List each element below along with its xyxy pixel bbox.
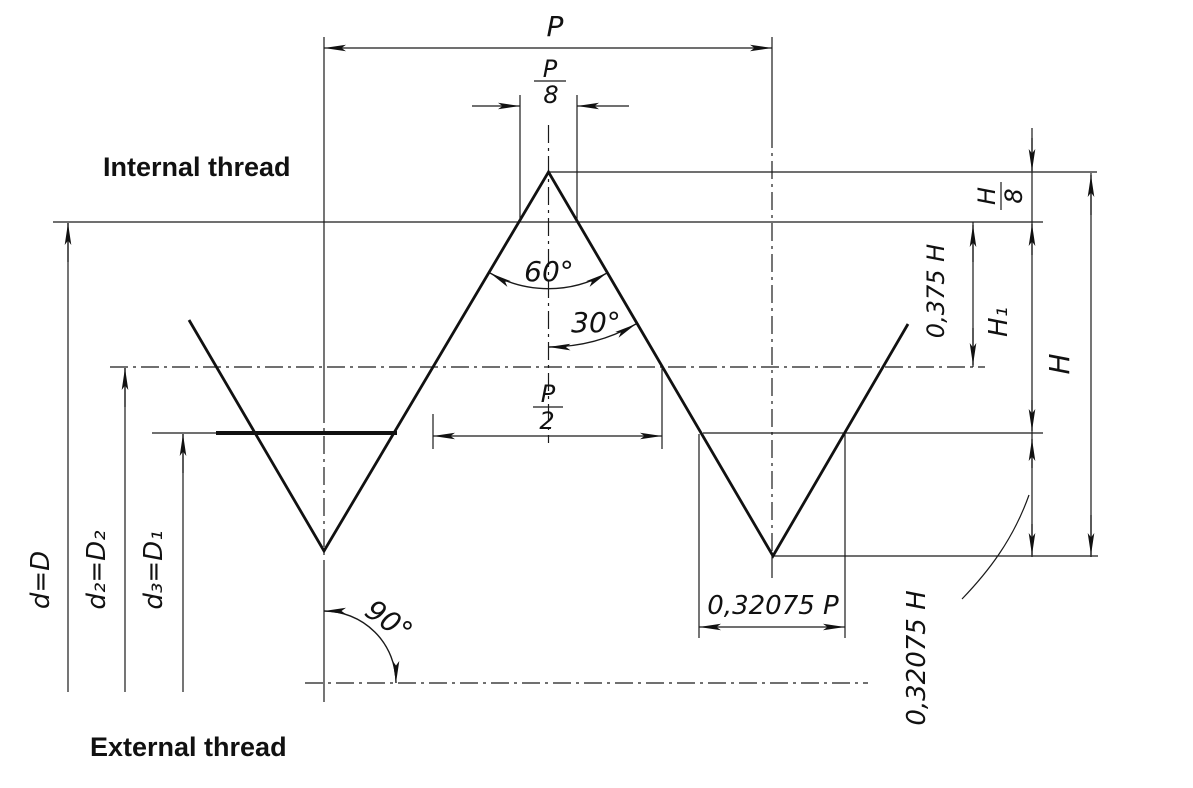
- angle-30-arc: [548, 323, 637, 351]
- angle-30: 30°: [548, 306, 637, 351]
- thread-profile-outline: [187, 169, 910, 559]
- angle-60-arc: [489, 272, 608, 290]
- angle-90: 90°: [323, 593, 419, 684]
- p2-numerator: P: [541, 380, 556, 408]
- h0375-label: 0,375 H: [922, 244, 950, 338]
- dimension-major-diameter: d=D: [26, 223, 72, 692]
- dimension-p2: P 2: [432, 368, 663, 449]
- angle-90-label: 90°: [359, 593, 419, 649]
- d-pitch-label: d₂=D₂: [82, 530, 112, 609]
- dimension-minor-diameter: d₃=D₁: [139, 434, 187, 692]
- dimension-h8: H 8: [973, 182, 1028, 210]
- p2-denominator: 2: [539, 407, 554, 435]
- h1-label: H₁: [984, 307, 1014, 337]
- dimension-p8: P 8: [472, 55, 629, 221]
- angle-30-label: 30°: [571, 306, 621, 339]
- h032075-leader-line: [961, 494, 1030, 600]
- p032075-label: 0,32075 P: [707, 591, 839, 621]
- thread-flanks: [187, 169, 910, 559]
- external-thread-heading: External thread: [90, 732, 287, 762]
- internal-thread-heading: Internal thread: [103, 152, 291, 182]
- construction-lines: [53, 171, 1098, 557]
- p8-numerator: P: [543, 55, 558, 83]
- dimension-p: P: [324, 10, 772, 52]
- angle-60: 60°: [489, 255, 608, 290]
- dimension-032075h: 0,32075 H: [902, 494, 1030, 726]
- h032075-label: 0,32075 H: [902, 590, 932, 725]
- dimension-032075p: 0,32075 P: [698, 434, 846, 638]
- p-dimension-label: P: [547, 10, 564, 43]
- dimension-0375h: 0,375 H: [922, 222, 977, 367]
- dimension-h1: H₁: [984, 307, 1014, 337]
- h8-numerator: H: [973, 187, 1001, 205]
- p8-denominator: 8: [543, 81, 558, 109]
- h-label: H: [1043, 353, 1076, 374]
- centerlines: [110, 37, 985, 702]
- d-minor-label: d₃=D₁: [139, 530, 169, 609]
- d-major-label: d=D: [26, 551, 56, 609]
- angle-90-arc: [323, 607, 400, 684]
- dimension-h: H: [1043, 173, 1095, 557]
- angle-60-label: 60°: [524, 255, 574, 288]
- dimension-pitch-diameter: d₂=D₂: [82, 368, 129, 692]
- h8-denominator: 8: [1000, 188, 1028, 203]
